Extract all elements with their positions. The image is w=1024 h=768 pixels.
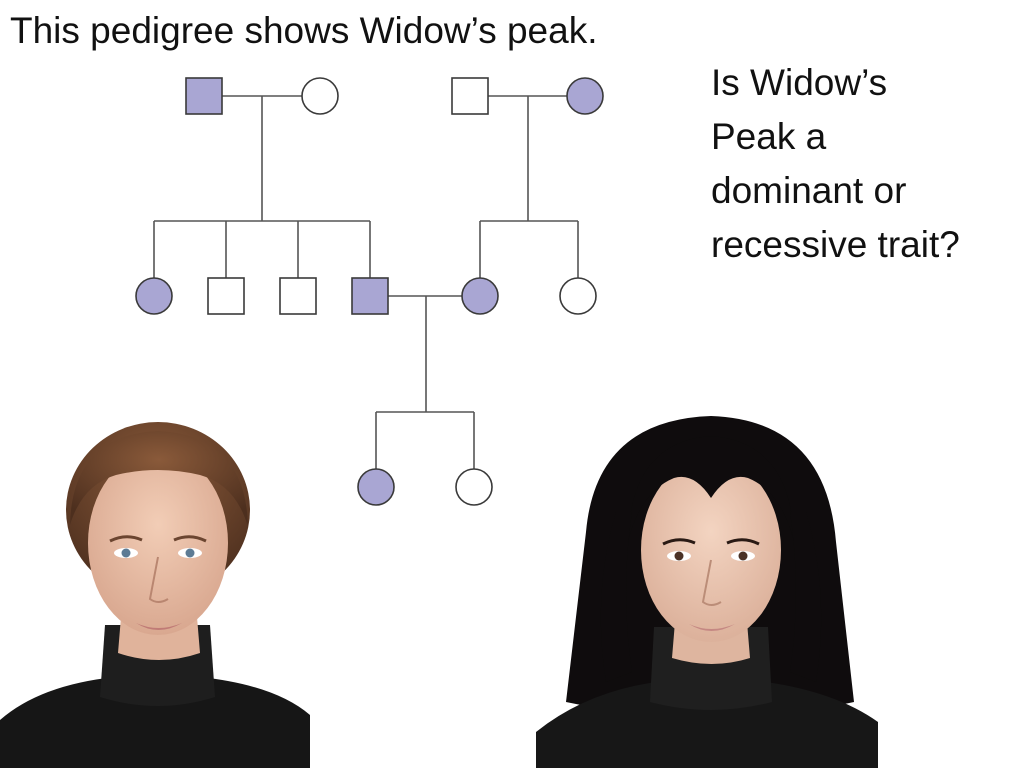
unaffected-female-circle — [559, 277, 597, 315]
question-line: recessive trait? — [711, 224, 960, 265]
slide-title: This pedigree shows Widow’s peak. — [10, 10, 598, 51]
affected-male-square — [185, 77, 223, 115]
question-line: Peak a — [711, 116, 827, 157]
unaffected-female-circle — [301, 77, 339, 115]
pedigree-individuals — [135, 77, 604, 506]
question-line: dominant or — [711, 170, 907, 211]
photo-woman-auburn-hair — [0, 415, 318, 768]
unaffected-male-square — [451, 77, 489, 115]
unaffected-female-circle — [455, 468, 493, 506]
photo-woman-dark-hair — [536, 412, 878, 768]
question-line: Is Widow’s — [711, 62, 888, 103]
unaffected-male-square — [279, 277, 317, 315]
affected-female-circle — [357, 468, 395, 506]
question-text: Is Widow’s Peak a dominant or recessive … — [711, 56, 1011, 272]
affected-female-circle — [135, 277, 173, 315]
pedigree-lines — [153, 95, 579, 470]
affected-female-circle — [461, 277, 499, 315]
unaffected-male-square — [207, 277, 245, 315]
affected-male-square — [351, 277, 389, 315]
affected-female-circle — [566, 77, 604, 115]
